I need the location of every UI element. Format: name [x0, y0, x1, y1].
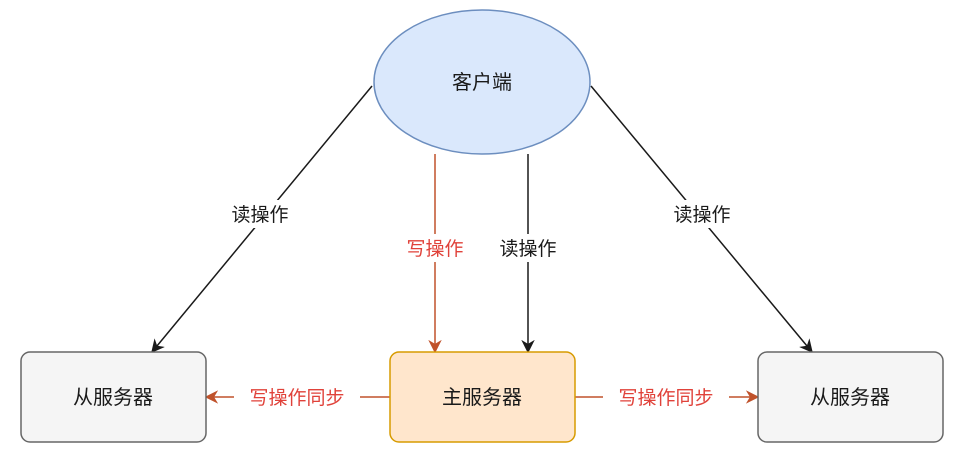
master-label: 主服务器	[442, 385, 522, 409]
edge-label-sync-right: 写操作同步	[618, 387, 713, 409]
slave-left-box	[20, 351, 207, 443]
node-master: 主服务器	[389, 351, 576, 443]
edge-label-read-right: 读操作	[673, 204, 730, 226]
node-client: 客户端	[373, 9, 591, 155]
edge-labels: 读操作 写操作 读操作 读操作 写操作同步 写操作同步	[221, 200, 741, 411]
edge-label-write-center: 写操作	[406, 238, 463, 260]
node-slave-left: 从服务器	[20, 351, 207, 443]
master-box	[389, 351, 576, 443]
node-slave-right: 从服务器	[757, 351, 944, 443]
client-ellipse	[373, 9, 591, 155]
edge-label-read-center: 读操作	[499, 238, 556, 260]
edge-label-sync-left: 写操作同步	[249, 387, 344, 409]
slave-right-box	[757, 351, 944, 443]
slave-left-label: 从服务器	[73, 385, 153, 409]
edge-label-read-left: 读操作	[231, 204, 288, 226]
client-label: 客户端	[452, 70, 512, 94]
slave-right-label: 从服务器	[810, 385, 890, 409]
